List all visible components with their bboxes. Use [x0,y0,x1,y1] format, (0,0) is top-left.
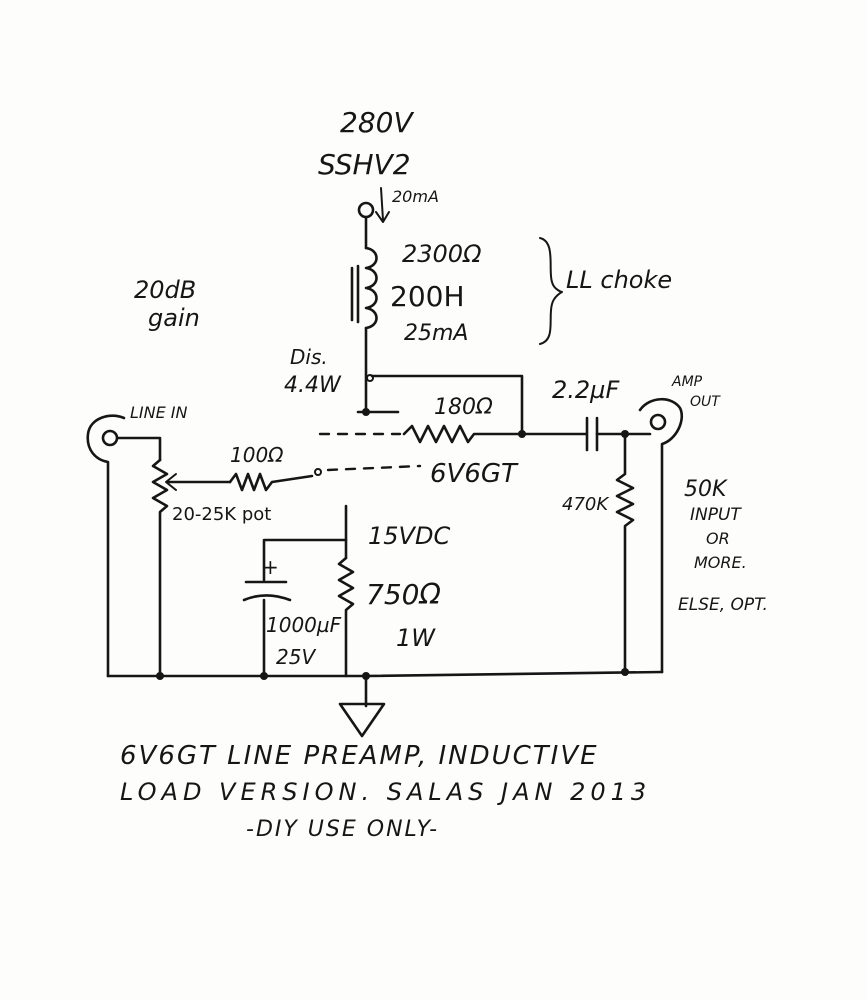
resistor-750 [337,556,355,678]
cap-ground-node [260,672,268,680]
choke-resistance-label: 2300Ω [402,240,482,268]
bias-cap-voltage-label: 25V [276,645,316,669]
plate-node [362,408,370,416]
bias-supply-label: 15VDC [368,522,450,550]
amp-out-label-line1: AMP [671,374,703,390]
wiper-arrow-icon [165,473,177,491]
regulator-label: SSHV2 [318,148,411,181]
dissipation-label-line2: 4.4W [284,373,342,398]
footer-line3: -DIY USE ONLY- [246,817,439,842]
input-note-line3: OR [706,529,730,548]
choke-current-label: 25mA [404,321,468,346]
line-in-shield [86,414,126,678]
supply-voltage-label: 280V [340,106,414,139]
pot-ground-node [156,672,164,680]
grid-node [314,468,322,476]
coupling-cap-label: 2.2µF [552,376,620,404]
bias-cap-plate-2 [242,594,292,602]
resistor-100 [228,472,314,492]
bias-cap-top-wire [262,538,348,582]
bias-cap-value-label: 1000µF [266,613,342,637]
resistor-180-label: 180Ω [434,395,493,420]
tube-envelope-grid [326,464,422,472]
line-in-jack [101,429,119,447]
potentiometer [151,458,169,678]
choke-coil [364,246,378,330]
footer-line2: LOAD VERSION. SALAS JAN 2013 [120,778,651,806]
resistor-100-label: 100Ω [230,443,284,467]
resistor-180 [402,424,524,444]
dissipation-junction [366,374,374,382]
line-in-hot-wire [116,436,162,462]
line-in-label: LINE IN [130,403,188,422]
cathode-resistor-value-label: 750Ω [366,578,441,611]
dissipation-label-line1: Dis. [290,345,328,369]
cathode-resistor-power-label: 1W [396,624,436,652]
amp-out-jack [649,413,667,431]
choke-inductance-label: 200H [390,280,465,313]
pot-label: 20-25K pot [172,504,271,525]
current-arrow-icon [375,187,390,223]
ground-icon [338,702,386,738]
gain-label-line1: 20dB [134,276,196,304]
footer-line1: 6V6GT LINE PREAMP, INDUCTIVE [120,741,599,771]
choke-brace [539,237,563,345]
ground-bus [106,670,664,678]
resistor-470k [615,432,635,674]
amp-out-label-line2: OUT [690,394,721,410]
input-note-line1: 50K [684,477,728,502]
supply-terminal [357,201,375,219]
bias-cap-polarity: + [262,555,279,579]
input-note-line5: ELSE, OPT. [678,595,768,615]
input-note-line4: MORE. [694,553,747,572]
anode-tap-wire [370,374,524,436]
tube-label: 6V6GT [430,459,519,489]
supply-current-label: 20mA [392,187,439,206]
choke-type-label: LL choke [566,266,672,294]
amp-out-shield [638,397,683,674]
input-note-line2: INPUT [690,505,742,525]
resistor-470k-label: 470K [562,494,609,515]
gain-label-line2: gain [148,304,200,332]
